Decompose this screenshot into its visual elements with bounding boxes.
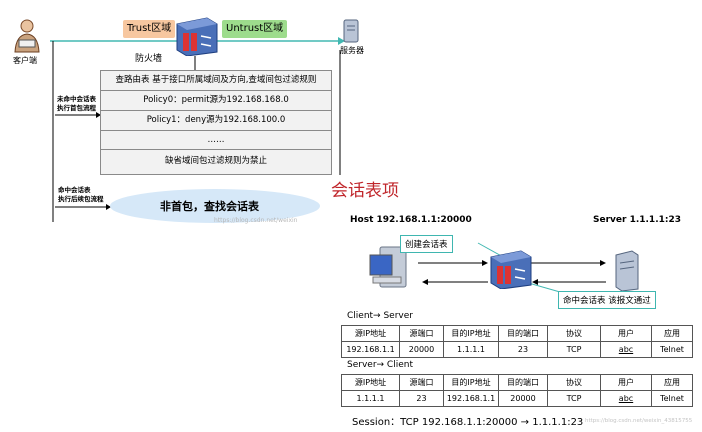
column-header: 目的IP地址 [444,375,499,391]
table-cell: 23 [499,342,548,358]
table-header-row: 源IP地址 源端口 目的IP地址 目的端口 协议 用户 应用 [342,375,693,391]
table-cell: abc [601,342,652,358]
server-tower-icon [612,249,640,291]
column-header: 源端口 [400,375,444,391]
column-header: 源IP地址 [342,375,400,391]
table-cell: 192.168.1.1 [342,342,400,358]
table-cell: 1.1.1.1 [342,391,400,407]
column-header: 协议 [548,326,601,342]
table-cell: 20000 [400,342,444,358]
hit-session-callout: 命中会话表 该报文通过 [558,291,656,309]
client-server-table: 源IP地址 源端口 目的IP地址 目的端口 协议 用户 应用 192.168.1… [341,325,693,358]
firewall-icon [487,249,533,289]
column-header: 源IP地址 [342,326,400,342]
table-cell: TCP [548,342,601,358]
client-to-server-caption: Client→ Server [347,311,413,321]
table-cell: 23 [400,391,444,407]
column-header: 目的端口 [499,375,548,391]
table-cell: TCP [548,391,601,407]
create-session-callout: 创建会话表 [400,235,453,253]
server-client-table: 源IP地址 源端口 目的IP地址 目的端口 协议 用户 应用 1.1.1.1 2… [341,374,693,407]
column-header: 应用 [652,375,693,391]
table-header-row: 源IP地址 源端口 目的IP地址 目的端口 协议 用户 应用 [342,326,693,342]
table-cell: 192.168.1.1 [444,391,499,407]
table-cell: 1.1.1.1 [444,342,499,358]
server-to-client-caption: Server→ Client [347,360,413,370]
watermark: https://blog.csdn.net/weixin_43815755 [585,418,692,424]
column-header: 目的IP地址 [444,326,499,342]
column-header: 应用 [652,326,693,342]
column-header: 目的端口 [499,326,548,342]
table-row: 192.168.1.1 20000 1.1.1.1 23 TCP abc Tel… [342,342,693,358]
session-summary: Session：TCP 192.168.1.1:20000 → 1.1.1.1:… [352,413,583,428]
column-header: 用户 [601,375,652,391]
table-cell: 20000 [499,391,548,407]
table-cell: Telnet [652,391,693,407]
table-cell: Telnet [652,342,693,358]
column-header: 用户 [601,326,652,342]
table-cell: abc [601,391,652,407]
table-row: 1.1.1.1 23 192.168.1.1 20000 TCP abc Tel… [342,391,693,407]
column-header: 协议 [548,375,601,391]
column-header: 源端口 [400,326,444,342]
